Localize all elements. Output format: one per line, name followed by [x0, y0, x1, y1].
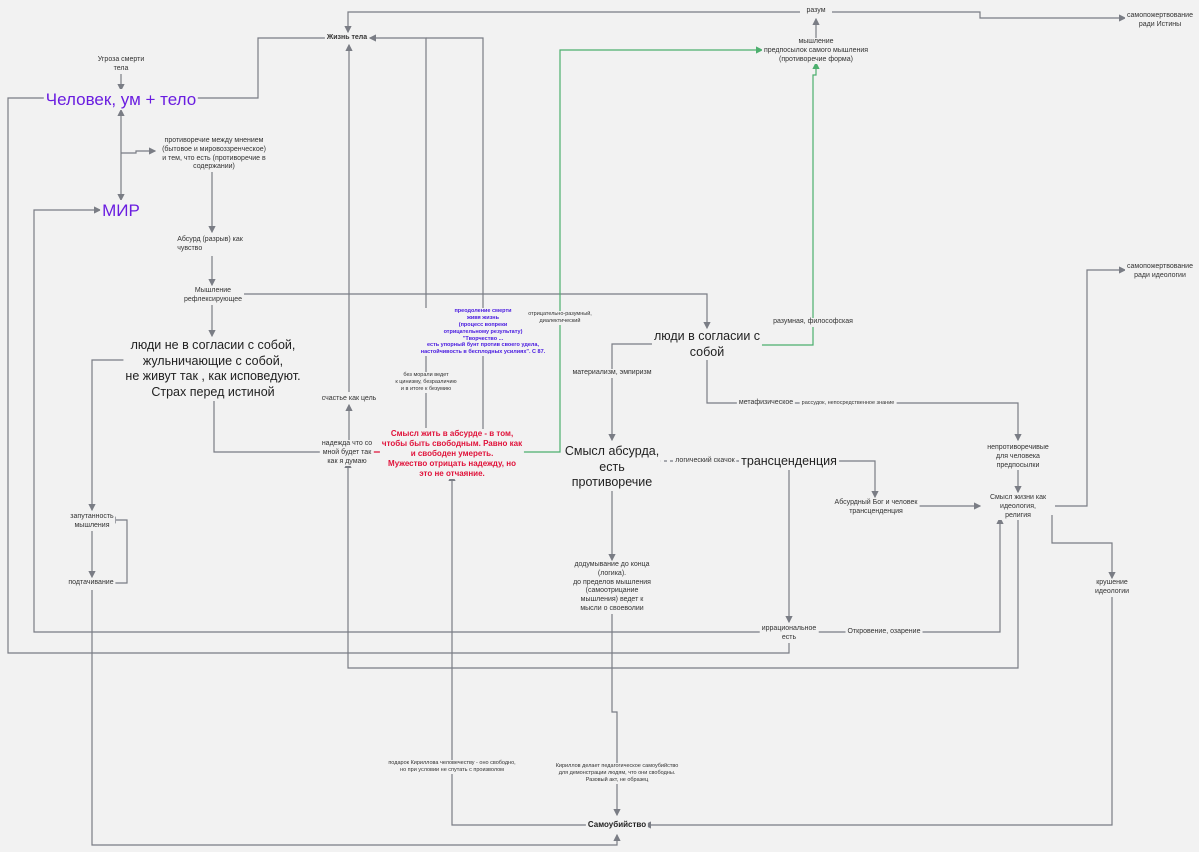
node-overcoming-death[interactable]: преодоление смерти живя жизнь (процесс в…	[418, 308, 548, 357]
label-metaphysical: метафизическое	[736, 399, 796, 408]
edge-razum-truth	[832, 11, 1127, 22]
node-thinking-to-end[interactable]: додумывание до конца (логика). до предел…	[571, 561, 653, 614]
node-human[interactable]: Человек, ум + тело	[43, 89, 199, 111]
node-world[interactable]: МИР	[100, 200, 142, 222]
edge-razum-body	[344, 11, 800, 34]
node-happiness-goal[interactable]: счастье как цель	[319, 395, 379, 404]
node-death-threat[interactable]: Угроза смерти тела	[95, 56, 147, 74]
edge-irrational-human	[7, 94, 790, 654]
edge-thinking-suicide	[611, 608, 621, 817]
edge-irrational-ideology	[815, 516, 1004, 633]
label-kirillov-pedagogic: Кириллов делает педагогическое самоубийс…	[553, 763, 681, 784]
label-no-morals: без морали ведет к цинизму, безразличию …	[393, 372, 459, 393]
label-rational-philosophical: разумная, философская	[771, 318, 855, 327]
node-confusion[interactable]: запутанность мышления	[68, 513, 116, 531]
node-people-disagree[interactable]: люди не в согласии с собой, жульничающие…	[123, 338, 303, 401]
node-reflective-thinking[interactable]: Мышление рефлексирующее	[182, 287, 244, 305]
edge-undermining-loop	[108, 516, 128, 584]
edge-green-agree-thinking	[748, 61, 820, 346]
edge-suicide-live	[448, 473, 590, 826]
node-self-sacrifice-ideology[interactable]: самопожертвование ради идеологии	[1125, 263, 1195, 281]
label-reason-direct: рассудок, непосредственное знание	[799, 400, 897, 407]
node-suicide[interactable]: Самоубийство	[585, 820, 649, 830]
label-negative-rational: отрицательно-разумный, диалектический	[526, 311, 594, 325]
edge-reflective-agree	[240, 293, 711, 330]
edge-green-live-thinking	[505, 46, 764, 453]
node-transcendence[interactable]: трансценденция	[739, 454, 839, 470]
edge-body-human	[186, 37, 330, 102]
node-undermining[interactable]: подтачивание	[66, 579, 116, 588]
node-ideology-collapse[interactable]: крушение идеологии	[1092, 579, 1132, 597]
label-revelation: Откровение, озарение	[845, 628, 923, 637]
node-people-agree[interactable]: люди в согласии с собой	[651, 329, 763, 361]
node-live-in-absurd[interactable]: Смысл жить в абсурде - в том, чтобы быть…	[379, 429, 525, 479]
node-meaning-absurd[interactable]: Смысл абсурда, есть противоречие	[562, 444, 662, 491]
edge-collapse-suicide	[643, 596, 1113, 829]
node-consistent-premises[interactable]: непротиворечивые для человека предпосылк…	[985, 444, 1051, 471]
edge-ideology-hope	[344, 460, 1019, 669]
edge-undermining-suicide	[91, 590, 621, 846]
edge-trans-god	[830, 460, 879, 499]
edge-disagree-hope	[213, 385, 340, 456]
node-body-life[interactable]: Жизнь тела	[324, 34, 370, 43]
label-logical-leap: логический скачок	[673, 457, 737, 466]
node-contradiction[interactable]: противоречие между мнением (бытовое и ми…	[160, 137, 268, 172]
label-kirillov-gift: подарок Кириллова человечеству - оно сво…	[386, 760, 518, 774]
label-materialism: материализм, эмпиризм	[570, 369, 654, 378]
node-razum[interactable]: разум	[804, 7, 828, 16]
edge-to-contradiction	[121, 147, 157, 155]
node-meaning-ideology[interactable]: Смысл жизни как идеология, религия	[987, 494, 1049, 521]
edge-426-body	[368, 34, 427, 428]
edge-ideology-collapse	[1051, 515, 1116, 580]
node-irrational[interactable]: иррациональное есть	[759, 625, 819, 643]
edge-irrational-world	[33, 206, 765, 633]
node-absurd-god[interactable]: Абсурдный Бог и человек трансценденция	[832, 499, 920, 517]
node-absurd-feeling[interactable]: Абсурд (разрыв) как чувство	[175, 236, 245, 254]
node-self-sacrifice-truth[interactable]: самопожертвование ради Истины	[1125, 12, 1195, 30]
node-hope[interactable]: надежда что со мной будет так как я дума…	[319, 440, 375, 467]
edge-agree-meaning	[608, 343, 666, 442]
node-thinking-premises[interactable]: мышление предпосылок самого мышления (пр…	[761, 38, 871, 65]
edge-ideology-sacrifice	[1055, 266, 1127, 507]
